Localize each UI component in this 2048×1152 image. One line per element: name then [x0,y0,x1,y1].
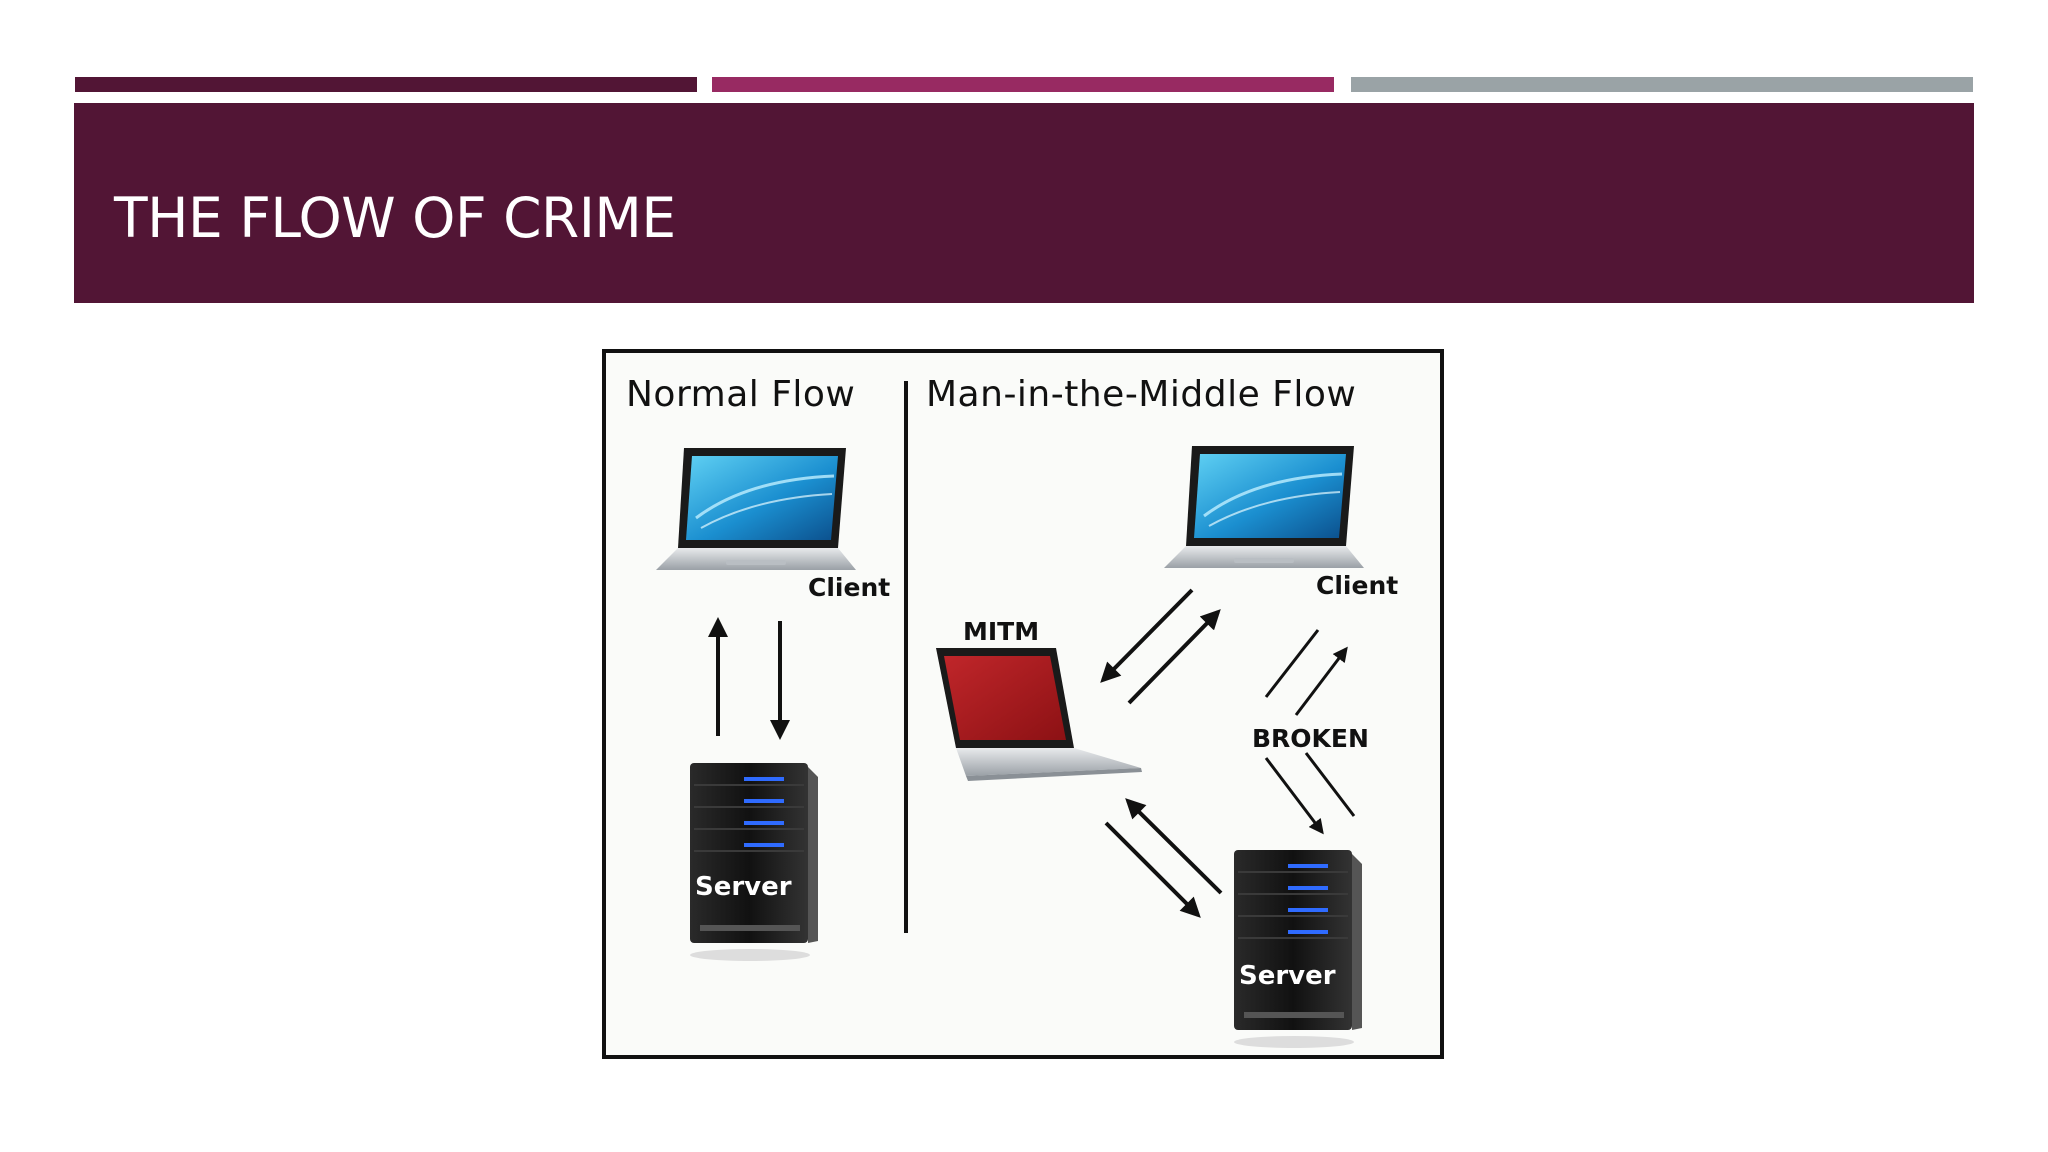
normal-flow-heading: Normal Flow [626,374,856,415]
arrow-up-icon [1294,646,1348,716]
arrow-down-icon [1100,588,1194,683]
mitm-server-label: Server [1239,961,1336,991]
server-icon [690,763,818,961]
arrow-down-icon [1264,757,1324,835]
arrow-up-icon [1125,798,1223,895]
laptop-icon [1164,446,1364,568]
server-icon [1234,850,1362,1048]
normal-client-label: Client [808,573,891,602]
laptop-icon [656,448,856,570]
mitm-flow-heading: Man-in-the-Middle Flow [926,374,1357,415]
mitm-client-label: Client [1316,571,1399,600]
diagram-graphics [656,381,1364,1048]
arrow-up-icon [1127,609,1221,705]
laptop-icon [936,648,1142,781]
arrow-down-icon [1104,821,1201,918]
accent-bar-dark [75,77,697,92]
accent-bar-magenta [712,77,1334,92]
broken-line [1264,629,1320,698]
title-band: THE FLOW OF CRIME [74,103,1974,303]
accent-bar-gray [1351,77,1973,92]
broken-line [1304,752,1356,817]
broken-label: BROKEN [1252,724,1369,753]
mitm-label: MITM [963,617,1040,646]
slide-title: THE FLOW OF CRIME [114,186,676,250]
normal-server-label: Server [695,872,792,902]
mitm-diagram: Normal Flow Man-in-the-Middle Flow Clien… [602,349,1444,1059]
